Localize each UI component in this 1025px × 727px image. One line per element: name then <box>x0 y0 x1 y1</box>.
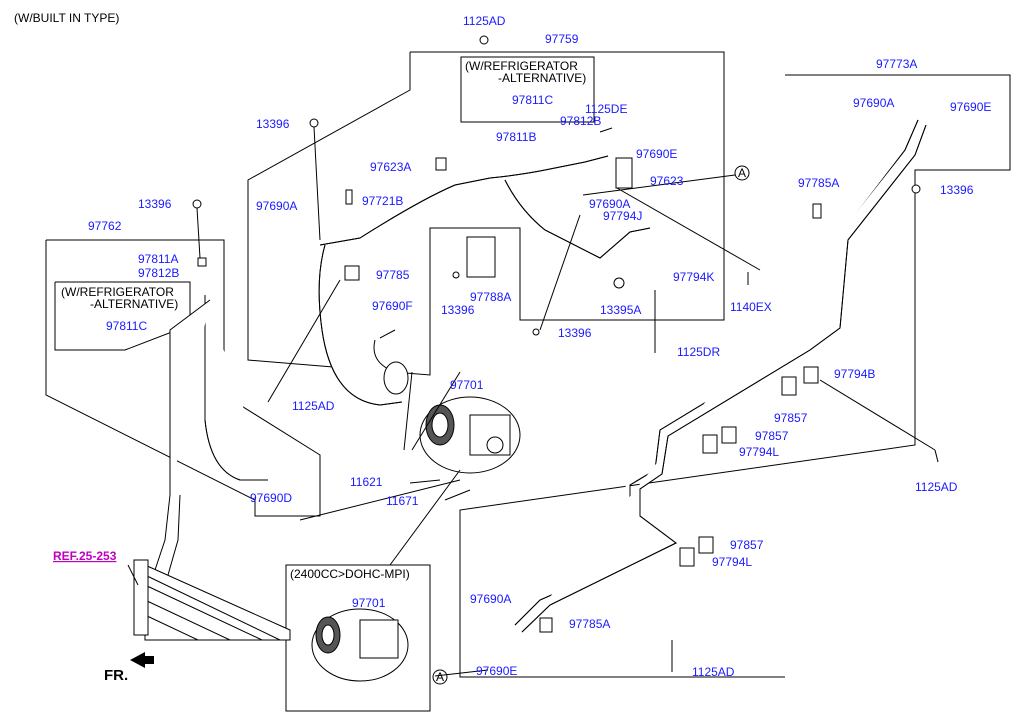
part-label-97690a-right[interactable]: 97690A <box>853 96 894 110</box>
callout-a-top-label: A <box>738 166 746 180</box>
front-direction-label: FR. <box>104 667 128 684</box>
refrig-box-left-line1: (W/REFRIGERATOR <box>61 285 174 299</box>
callout-a-top <box>734 165 750 181</box>
part-label-97794l-a[interactable]: 97794L <box>739 445 779 459</box>
part-label-1125ad-top[interactable]: 1125AD <box>463 14 506 28</box>
part-label-1125ad-bottom[interactable]: 1125AD <box>692 665 735 679</box>
part-label-97762[interactable]: 97762 <box>88 219 122 233</box>
part-label-97701-bottom[interactable]: 97701 <box>352 596 386 610</box>
part-label-97785a-right[interactable]: 97785A <box>798 176 839 190</box>
part-label-97857-a[interactable]: 97857 <box>774 411 808 425</box>
part-label-97623[interactable]: 97623 <box>650 174 684 188</box>
part-label-97785[interactable]: 97785 <box>376 268 410 282</box>
part-label-97785a-bottom[interactable]: 97785A <box>569 617 610 631</box>
part-label-97721b[interactable]: 97721B <box>362 194 403 208</box>
part-label-13396-a[interactable]: 13396 <box>256 117 290 131</box>
callout-a-bottom-label: A <box>436 670 444 684</box>
condenser <box>133 559 291 641</box>
part-label-97857-b[interactable]: 97857 <box>755 429 789 443</box>
part-label-97812b-left[interactable]: 97812B <box>138 266 179 280</box>
part-label-1125ad-mid[interactable]: 1125AD <box>292 399 335 413</box>
refrig-box-top-line2: -ALTERNATIVE) <box>498 71 586 85</box>
part-label-13396-c[interactable]: 13396 <box>441 303 475 317</box>
part-label-97811c-top[interactable]: 97811C <box>512 93 553 107</box>
part-label-97794j[interactable]: 97794J <box>603 209 642 223</box>
pipe-assembly <box>154 119 927 633</box>
part-label-1140ex[interactable]: 1140EX <box>730 300 772 314</box>
part-label-97794l-b[interactable]: 97794L <box>712 555 752 569</box>
part-label-11621[interactable]: 11621 <box>350 475 383 489</box>
part-label-97788a[interactable]: 97788A <box>470 290 511 304</box>
part-label-97811a[interactable]: 97811A <box>138 252 178 266</box>
part-label-13396-right[interactable]: 13396 <box>940 183 974 197</box>
part-label-1125ad-right[interactable]: 1125AD <box>915 480 958 494</box>
part-label-97690e-mid[interactable]: 97690E <box>636 147 677 161</box>
part-label-11671[interactable]: 11671 <box>386 494 419 508</box>
part-label-97811b[interactable]: 97811B <box>496 130 536 144</box>
part-label-97690f[interactable]: 97690F <box>372 299 413 313</box>
part-label-97690e-bottom[interactable]: 97690E <box>476 664 517 678</box>
part-label-97690a-bottom[interactable]: 97690A <box>470 592 511 606</box>
part-label-97812b-top[interactable]: 97812B <box>560 114 601 128</box>
part-label-97690a-a[interactable]: 97690A <box>256 199 297 213</box>
part-label-97690d[interactable]: 97690D <box>250 491 292 505</box>
small-parts <box>130 35 939 672</box>
part-label-97794k[interactable]: 97794K <box>673 270 714 284</box>
part-label-13395a[interactable]: 13395A <box>600 303 641 317</box>
part-label-97759[interactable]: 97759 <box>545 32 579 46</box>
part-label-97701-top[interactable]: 97701 <box>450 378 484 392</box>
part-label-97623a[interactable]: 97623A <box>370 160 411 174</box>
compressor-variant <box>311 608 409 682</box>
compressor-main <box>419 396 521 474</box>
text-labels: (W/BUILT IN TYPE) (W/REFRIGERATOR -ALTER… <box>14 11 991 684</box>
circle-markers: A A <box>432 165 750 685</box>
refrig-box-top-line1: (W/REFRIGERATOR <box>465 59 578 73</box>
part-label-97857-c[interactable]: 97857 <box>730 538 764 552</box>
part-label-1125dr[interactable]: 1125DR <box>677 345 720 359</box>
part-label-97690e-right[interactable]: 97690E <box>950 100 991 114</box>
reference-link[interactable]: REF.25-253 <box>53 549 117 563</box>
engine-variant-label: (2400CC>DOHC-MPI) <box>290 567 410 581</box>
part-label-13396-b[interactable]: 13396 <box>138 197 172 211</box>
part-label-97811c-left[interactable]: 97811C <box>106 319 147 333</box>
leader-lines <box>127 126 936 677</box>
part-label-13396-d[interactable]: 13396 <box>558 326 592 340</box>
callout-a-bottom <box>432 669 448 685</box>
variant-note: (W/BUILT IN TYPE) <box>14 11 119 25</box>
part-label-97773a[interactable]: 97773A <box>876 57 917 71</box>
refrig-box-left-line2: -ALTERNATIVE) <box>90 297 178 311</box>
part-label-97690a-b[interactable]: 97690A <box>589 197 630 211</box>
part-label-97794b[interactable]: 97794B <box>834 367 875 381</box>
part-label-1125de[interactable]: 1125DE <box>585 102 627 116</box>
